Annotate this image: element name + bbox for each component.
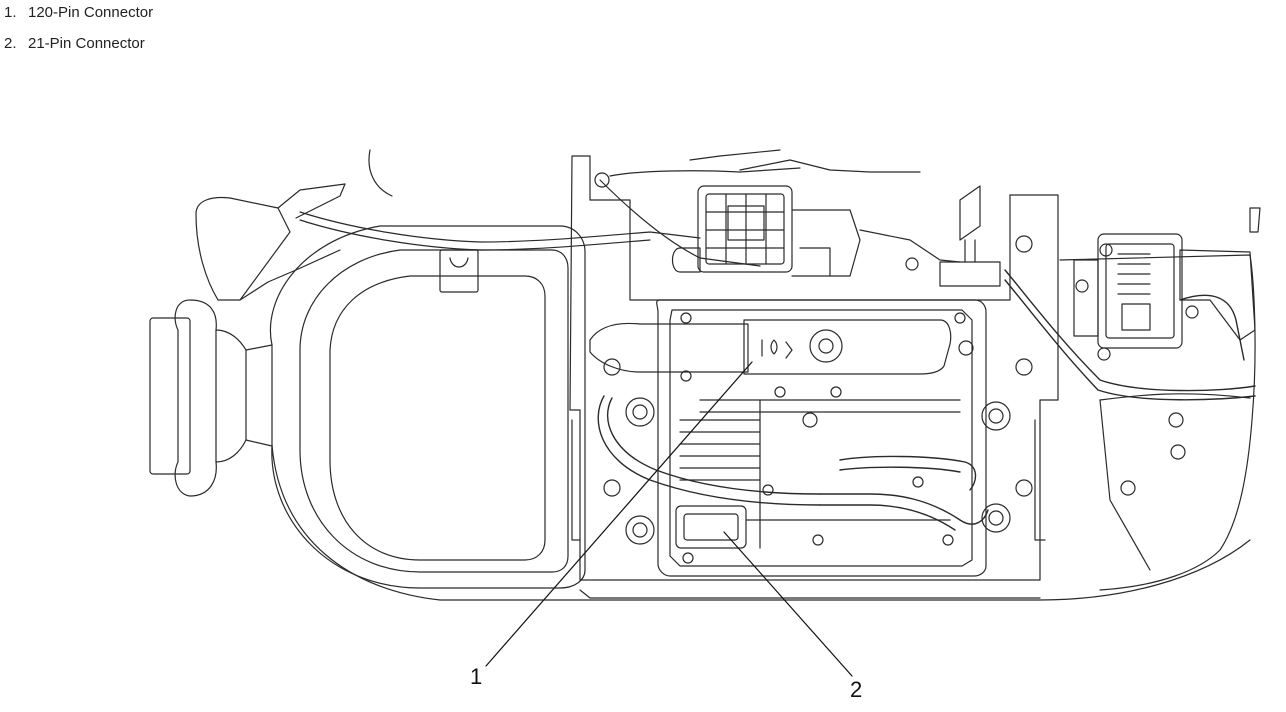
connector-120-pin xyxy=(589,319,952,375)
ecm-mounting-plate xyxy=(569,155,1059,581)
upper-left-duct xyxy=(195,149,393,301)
legend-item: 2. 21-Pin Connector xyxy=(4,31,153,62)
legend-label: 21-Pin Connector xyxy=(28,35,145,52)
intake-bellows xyxy=(149,299,273,497)
right-sensor-connector xyxy=(1073,207,1261,361)
callout-leader-2 xyxy=(723,531,853,677)
callout-leaders xyxy=(485,361,853,677)
air-filter-housing xyxy=(269,225,586,589)
legend-item: 1. 120-Pin Connector xyxy=(4,0,153,31)
callout-leader-1 xyxy=(485,361,753,667)
callout-label-2: 2 xyxy=(850,677,862,702)
small-top-connector xyxy=(905,185,1001,287)
top-harness xyxy=(299,149,961,267)
engine-bottom-outline xyxy=(271,444,1251,601)
connector-21-pin xyxy=(675,505,761,549)
right-end-housing xyxy=(1059,249,1256,591)
legend-label: 120-Pin Connector xyxy=(28,4,154,21)
legend-list: 1. 120-Pin Connector 2. 21-Pin Connector xyxy=(4,0,153,62)
wiring-harness xyxy=(597,269,1256,531)
harness-connector-block xyxy=(671,185,861,277)
legend-number: 2. xyxy=(4,35,17,52)
callout-label-1: 1 xyxy=(470,664,482,689)
legend-number: 1. xyxy=(4,4,17,21)
